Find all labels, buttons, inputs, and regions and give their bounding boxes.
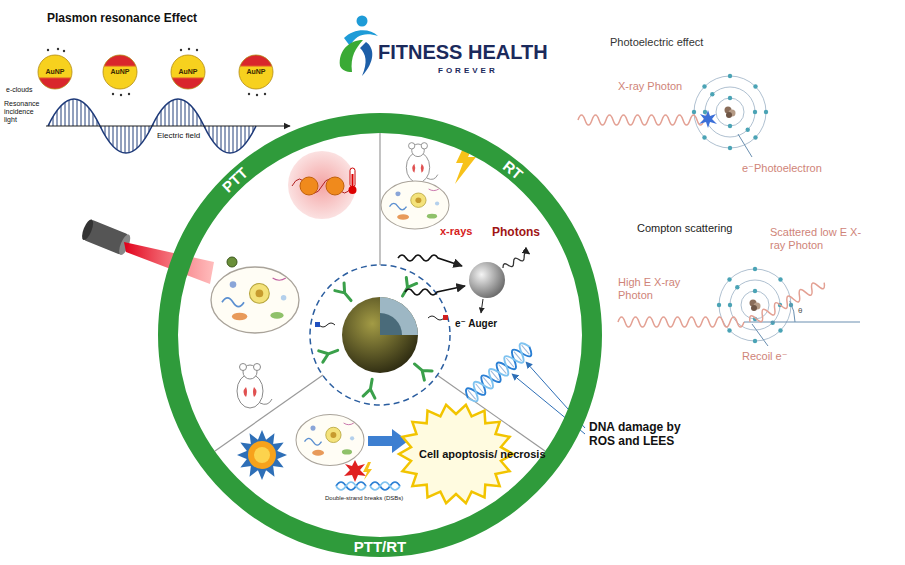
nanoparticle-ball: AuNP — [37, 54, 73, 90]
annotation: DNA damage by ROS and LEES — [589, 421, 701, 449]
part-label: Scattered low E X-ray Photon — [770, 226, 862, 251]
part-label: e-clouds — [6, 86, 32, 94]
part-label: Photons — [492, 226, 540, 240]
part-label: X-ray Photon — [618, 80, 682, 93]
angle-label: θ — [798, 306, 802, 315]
logo-icon — [340, 16, 378, 77]
part-label: Resonance incidence light — [4, 100, 44, 124]
compton-figure — [618, 267, 860, 346]
nanoparticle-ball: AuNP — [238, 54, 274, 90]
node-label: AuNP — [246, 68, 265, 76]
panel-heading: Plasmon resonance Effect — [47, 12, 197, 26]
apoptosis-starburst: Cell apoptosis/ necrosis — [397, 402, 515, 506]
part-label: Recoil e⁻ — [742, 350, 788, 363]
node-label: AuNP — [45, 68, 64, 76]
nanoparticle-ball: AuNP — [102, 54, 138, 90]
panel-heading: Compton scattering — [637, 222, 732, 235]
plasmon-wave — [46, 48, 290, 153]
watermark: FITNESS HEALTH — [378, 41, 548, 64]
part-label: Double-strand breaks (DSBs) — [325, 495, 403, 502]
node-label: Cell apoptosis/ necrosis — [419, 448, 493, 461]
part-label: High E X-ray Photon — [618, 276, 690, 301]
node-label: AuNP — [110, 68, 129, 76]
photoelectric-figure — [578, 74, 768, 157]
rt-sector-art — [381, 142, 585, 434]
combined-sector-art — [237, 415, 408, 491]
node-label: AuNP — [178, 68, 197, 76]
watermark: FOREVER — [438, 66, 498, 75]
nanoparticle-ball: AuNP — [170, 54, 206, 90]
part-label: e⁻Photoelectron — [742, 162, 822, 175]
panel-heading: Photoelectric effect — [610, 36, 703, 49]
axis-label: Electric field — [156, 131, 201, 140]
therapy-ring: PTTRTPTT/RTCell apoptosis/ necrosis — [158, 113, 602, 557]
sector-label: PTT/RT — [354, 538, 407, 555]
part-label: e⁻ Auger — [455, 318, 497, 330]
part-label: x-rays — [440, 225, 472, 238]
